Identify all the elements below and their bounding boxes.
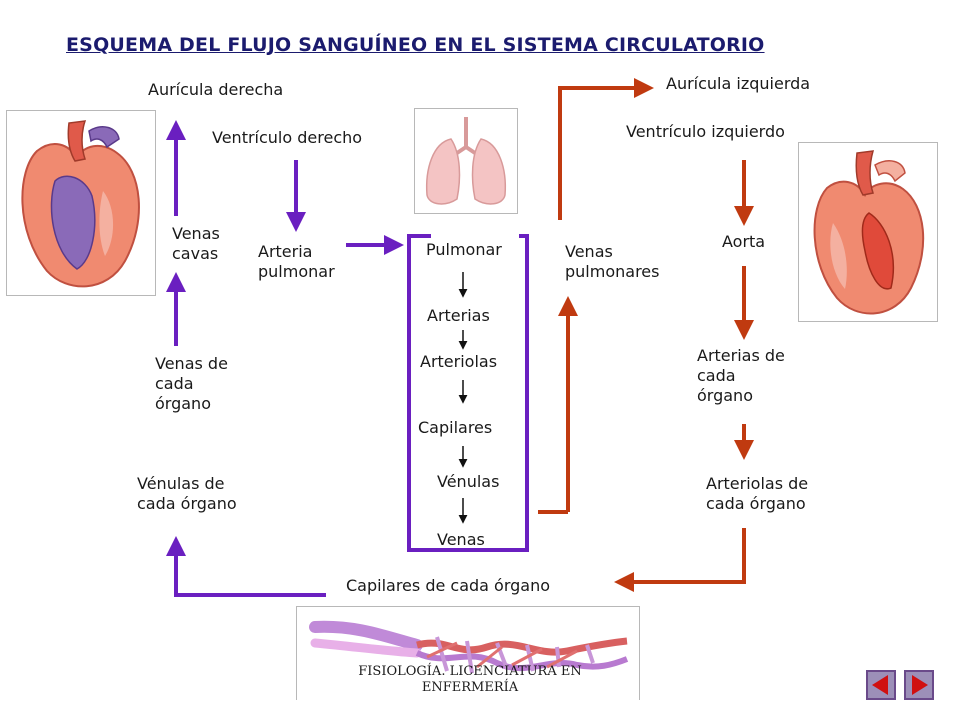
pulmonary-frame xyxy=(407,234,529,552)
label-pulmonar: Pulmonar xyxy=(426,240,502,259)
label-venas-pulmonares: Venas pulmonares xyxy=(565,242,660,281)
label-arteria-pulmonar: Arteria pulmonar xyxy=(258,242,335,281)
footer-label: FISIOLOGÍA. LICENCIATURA EN ENFERMERÍA xyxy=(358,664,582,695)
prev-slide-button[interactable] xyxy=(866,670,896,700)
label-auricula-derecha: Aurícula derecha xyxy=(148,80,284,99)
diagram-title: ESQUEMA DEL FLUJO SANGUÍNEO EN EL SISTEM… xyxy=(66,34,765,56)
label-venulas-organo: Vénulas de cada órgano xyxy=(137,474,237,513)
capillaries-image xyxy=(296,606,640,700)
arrow-venas-pulmonares-to-auricula xyxy=(558,78,654,220)
label-arterias-organo: Arterias de cada órgano xyxy=(697,346,785,405)
arrow-capilares-to-venulas xyxy=(166,536,326,597)
label-capilares: Capilares xyxy=(418,418,493,437)
label-venas-cavas: Venas cavas xyxy=(172,224,220,263)
label-arterias: Arterias xyxy=(427,306,490,325)
arrow-arteriolas-to-capilares xyxy=(614,528,746,592)
label-capilares-organo: Capilares de cada órgano xyxy=(346,576,551,595)
capillary-network-icon xyxy=(309,620,629,674)
label-venas: Venas xyxy=(437,530,485,549)
label-venulas: Vénulas xyxy=(437,472,500,491)
heart-icon xyxy=(813,150,925,315)
next-slide-button[interactable] xyxy=(904,670,934,700)
label-venas-organo: Venas de cada órgano xyxy=(155,354,228,413)
left-heart-image xyxy=(798,142,938,322)
next-slide-icon xyxy=(912,675,928,695)
lungs-image xyxy=(414,108,518,214)
right-heart-image xyxy=(6,110,156,296)
prev-slide-icon xyxy=(872,675,888,695)
lungs-icon xyxy=(425,117,507,205)
label-ventriculo-derecho: Ventrículo derecho xyxy=(212,128,363,147)
heart-icon xyxy=(21,120,140,288)
label-arteriolas-organo: Arteriolas de cada órgano xyxy=(706,474,809,513)
footer-text: FISIOLOGÍA. LICENCIATURA EN ENFERMERÍA xyxy=(300,664,640,696)
label-auricula-izquierda: Aurícula izquierda xyxy=(666,74,811,93)
label-arteriolas: Arteriolas xyxy=(420,352,498,371)
label-aorta: Aorta xyxy=(722,232,766,251)
label-ventriculo-izquierdo: Ventrículo izquierdo xyxy=(626,122,785,141)
